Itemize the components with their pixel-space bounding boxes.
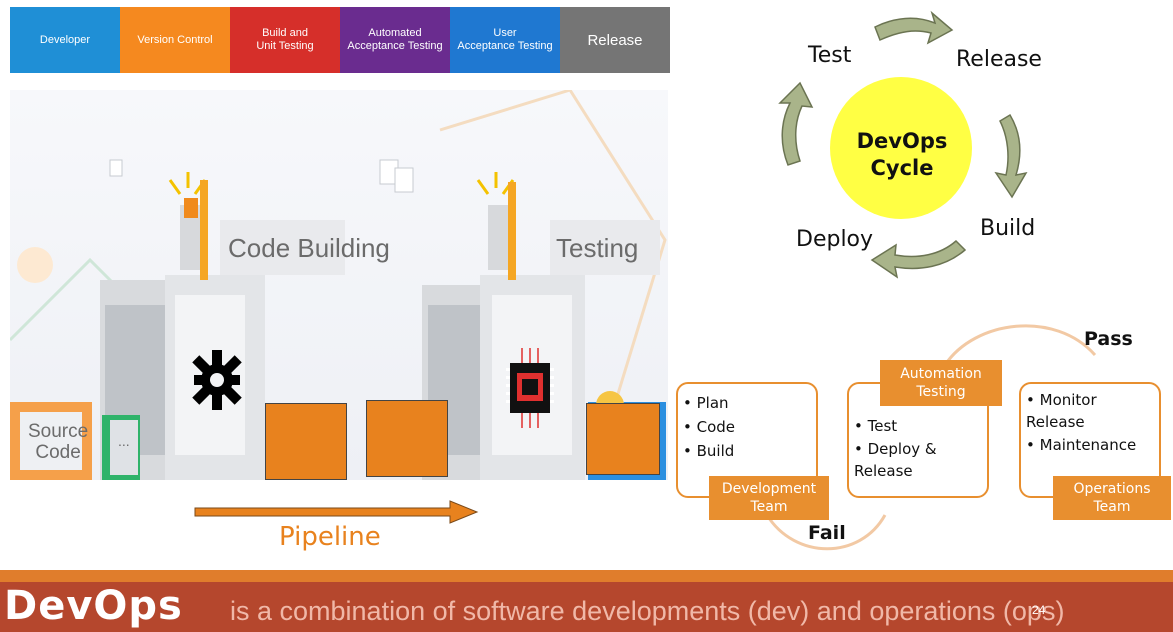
pipeline-label: Pipeline bbox=[279, 522, 381, 552]
testing-label: Testing bbox=[556, 233, 639, 263]
devops-tagline: is a combination of software development… bbox=[230, 596, 1065, 626]
gear-icon bbox=[192, 350, 242, 410]
cycle-arrow-release-build bbox=[994, 113, 1028, 199]
footer-bar bbox=[0, 582, 1173, 632]
stage-user-acceptance-testing: User Acceptance Testing bbox=[450, 7, 560, 73]
page-number: 24 bbox=[1032, 603, 1046, 617]
stage-build-unit-testing: Build and Unit Testing bbox=[230, 7, 340, 73]
pipeline-box-1 bbox=[265, 403, 347, 480]
flow-connectors bbox=[765, 324, 1097, 551]
cycle-center-circle bbox=[830, 77, 972, 219]
stage-developer: Developer bbox=[10, 7, 120, 73]
dev-item-code: Code bbox=[683, 415, 816, 439]
cycle-step-release: Release bbox=[956, 47, 1042, 72]
ops-item-monitor: Monitor Release bbox=[1026, 389, 1159, 433]
stage-bar: Developer Version Control Build and Unit… bbox=[10, 7, 670, 73]
cycle-step-test: Test bbox=[808, 43, 852, 68]
cycle-arrow-build-deploy bbox=[870, 239, 967, 279]
fail-label: Fail bbox=[808, 522, 846, 544]
dots-label: ... bbox=[118, 433, 130, 449]
pass-label: Pass bbox=[1084, 328, 1133, 350]
cycle-arrow-deploy-test bbox=[778, 81, 814, 166]
automation-testing-tag: Automation Testing bbox=[880, 360, 1002, 406]
footer-accent-strip bbox=[0, 570, 1173, 582]
dev-item-build: Build bbox=[683, 439, 816, 463]
pipeline-box-3 bbox=[586, 403, 660, 475]
test-item-deploy: Deploy & Release bbox=[854, 438, 987, 482]
cycle-center-label: DevOps Cycle bbox=[856, 129, 948, 180]
pipeline-illustration: Code Building Testing Source Code ... bbox=[10, 90, 668, 480]
devops-brand: DevOps bbox=[4, 583, 183, 629]
operations-box: Monitor Release Maintenance bbox=[1019, 382, 1161, 498]
pipeline-box-2 bbox=[366, 400, 448, 477]
dev-item-plan: Plan bbox=[683, 391, 816, 415]
devops-cycle-diagram bbox=[778, 10, 1028, 279]
test-item-test: Test bbox=[854, 414, 987, 438]
ops-item-maintenance: Maintenance bbox=[1026, 433, 1159, 457]
stage-automated-acceptance-testing: Automated Acceptance Testing bbox=[340, 7, 450, 73]
source-code-label: Source Code bbox=[28, 421, 89, 463]
cycle-arrow-test-release bbox=[874, 10, 954, 45]
cycle-step-build: Build bbox=[980, 216, 1036, 241]
chip-icon bbox=[506, 348, 554, 428]
code-building-label: Code Building bbox=[228, 233, 390, 263]
operations-team-tag: Operations Team bbox=[1053, 476, 1171, 520]
stage-release: Release bbox=[560, 7, 670, 73]
cycle-step-deploy: Deploy bbox=[796, 227, 874, 252]
development-team-tag: Development Team bbox=[709, 476, 829, 520]
stage-version-control: Version Control bbox=[120, 7, 230, 73]
pipeline-arrow-icon bbox=[194, 500, 479, 524]
